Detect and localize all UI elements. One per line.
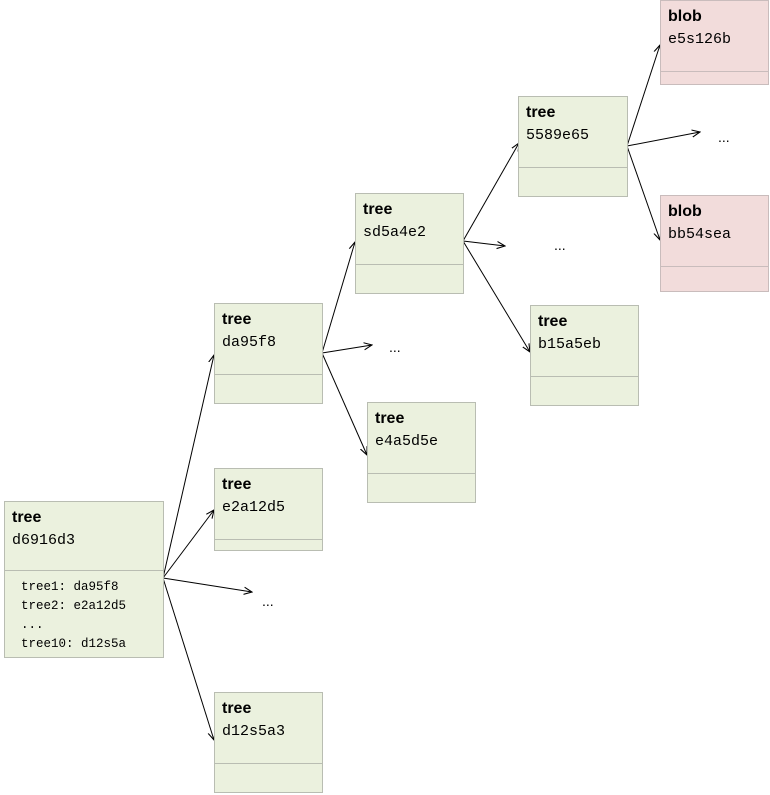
node-separator <box>368 473 475 474</box>
node-kind-label: tree <box>538 313 568 330</box>
edge-root-to-d12s5a3 <box>162 577 214 740</box>
blob-node-bb54sea[interactable]: blob bb54sea <box>660 195 769 292</box>
edge-5589e65-to-e5s126b <box>626 45 660 147</box>
node-entry: tree1: da95f8 <box>21 580 119 594</box>
tree-node-d6916d3[interactable]: tree d6916d3 tree1: da95f8 tree2: e2a12d5… <box>4 501 164 658</box>
edge-5589e65-to-ellipsis <box>626 132 700 147</box>
node-hash: bb54sea <box>668 226 732 243</box>
node-entry: ... <box>21 618 44 632</box>
ellipsis-sd5a4e2-children: ... <box>554 237 566 253</box>
node-hash: b15a5eb <box>538 336 602 353</box>
tree-node-5589e65[interactable]: tree 5589e65 <box>518 96 628 197</box>
edge-root-to-e2a12d5 <box>162 510 214 579</box>
node-hash: sd5a4e2 <box>363 224 427 241</box>
node-kind-label: tree <box>363 201 393 218</box>
node-kind-label: tree <box>222 700 252 717</box>
edge-root-to-ellipsis <box>162 577 252 592</box>
node-separator <box>5 570 163 571</box>
node-hash: da95f8 <box>222 334 277 351</box>
node-separator <box>356 264 463 265</box>
node-separator <box>661 266 768 267</box>
node-kind-label: blob <box>668 8 702 25</box>
node-separator <box>519 167 627 168</box>
node-hash: e2a12d5 <box>222 499 286 516</box>
edge-sd5a4e2-to-ellipsis <box>462 240 505 246</box>
node-entry: tree2: e2a12d5 <box>21 599 127 613</box>
node-kind-label: tree <box>12 509 42 526</box>
node-kind-label: tree <box>526 104 556 121</box>
edge-da95f8-to-sd5a4e2 <box>321 242 355 354</box>
edge-da95f8-to-ellipsis <box>321 345 372 354</box>
node-entry: tree10: d12s5a <box>21 637 127 651</box>
ellipsis-root-children: ... <box>262 593 274 609</box>
node-entry-list: tree1: da95f8 tree2: e2a12d5... tree10: d1… <box>21 578 126 654</box>
tree-node-e4a5d5e[interactable]: tree e4a5d5e <box>367 402 476 503</box>
node-kind-label: tree <box>222 311 252 328</box>
node-hash: d12s5a3 <box>222 723 286 740</box>
node-hash: d6916d3 <box>12 532 76 549</box>
edge-sd5a4e2-to-b15a5eb <box>462 240 530 352</box>
node-separator <box>661 71 768 72</box>
node-separator <box>215 539 322 540</box>
tree-node-b15a5eb[interactable]: tree b15a5eb <box>530 305 639 406</box>
edge-5589e65-to-bb54sea <box>626 145 660 240</box>
tree-node-sd5a4e2[interactable]: tree sd5a4e2 <box>355 193 464 294</box>
node-separator <box>215 763 322 764</box>
node-separator <box>531 376 638 377</box>
node-hash: e4a5d5e <box>375 433 439 450</box>
node-separator <box>215 374 322 375</box>
node-hash: 5589e65 <box>526 127 590 144</box>
tree-node-da95f8[interactable]: tree da95f8 <box>214 303 323 404</box>
edge-root-to-da95f8 <box>162 355 214 579</box>
node-kind-label: tree <box>222 476 252 493</box>
ellipsis-5589e65-children: ... <box>718 129 730 145</box>
edge-sd5a4e2-to-5589e65 <box>462 143 519 242</box>
node-hash: e5s126b <box>668 31 732 48</box>
node-kind-label: tree <box>375 410 405 427</box>
tree-node-e2a12d5[interactable]: tree e2a12d5 <box>214 468 323 551</box>
tree-node-d12s5a3[interactable]: tree d12s5a3 <box>214 692 323 793</box>
edge-da95f8-to-e4a5d5e <box>321 352 367 455</box>
node-kind-label: blob <box>668 203 702 220</box>
ellipsis-da95f8-children: ... <box>389 339 401 355</box>
blob-node-e5s126b[interactable]: blob e5s126b <box>660 0 769 85</box>
